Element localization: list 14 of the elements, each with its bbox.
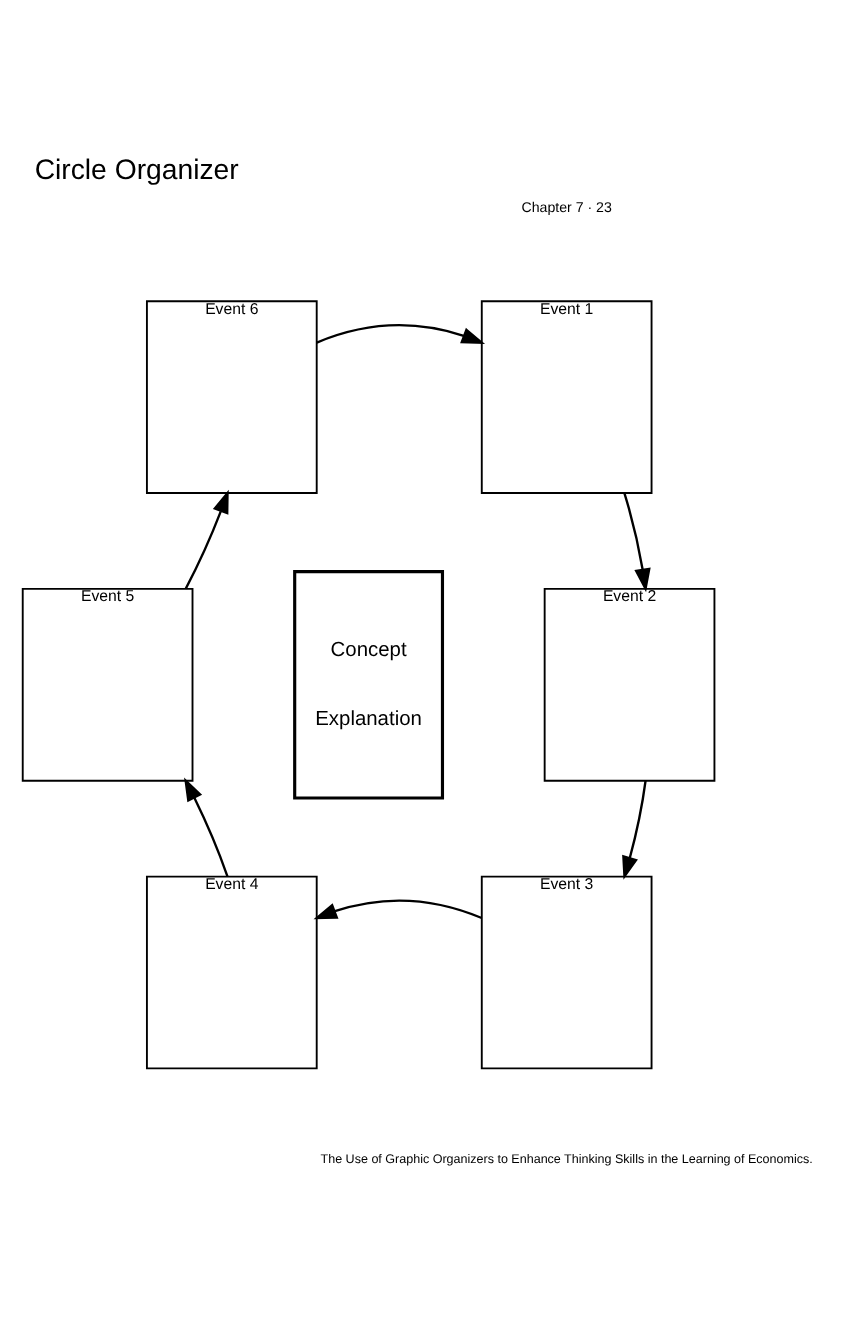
- arrow: [184, 488, 229, 589]
- arrow: [313, 898, 483, 919]
- arrow: [184, 776, 229, 876]
- node-box: Event 6: [145, 299, 318, 493]
- node-box: Event 4: [145, 874, 318, 1069]
- node-box: Event 2: [543, 586, 716, 781]
- arrow: [623, 491, 651, 592]
- diagram-title: Circle Organizer: [34, 152, 239, 185]
- arrow: [316, 323, 486, 343]
- node-box: Event 3: [480, 874, 653, 1069]
- node-box: Concept Explanation: [293, 569, 445, 799]
- node-box: Event 1: [480, 299, 653, 493]
- node-box: Event 5: [21, 586, 194, 781]
- arrow: [622, 779, 647, 879]
